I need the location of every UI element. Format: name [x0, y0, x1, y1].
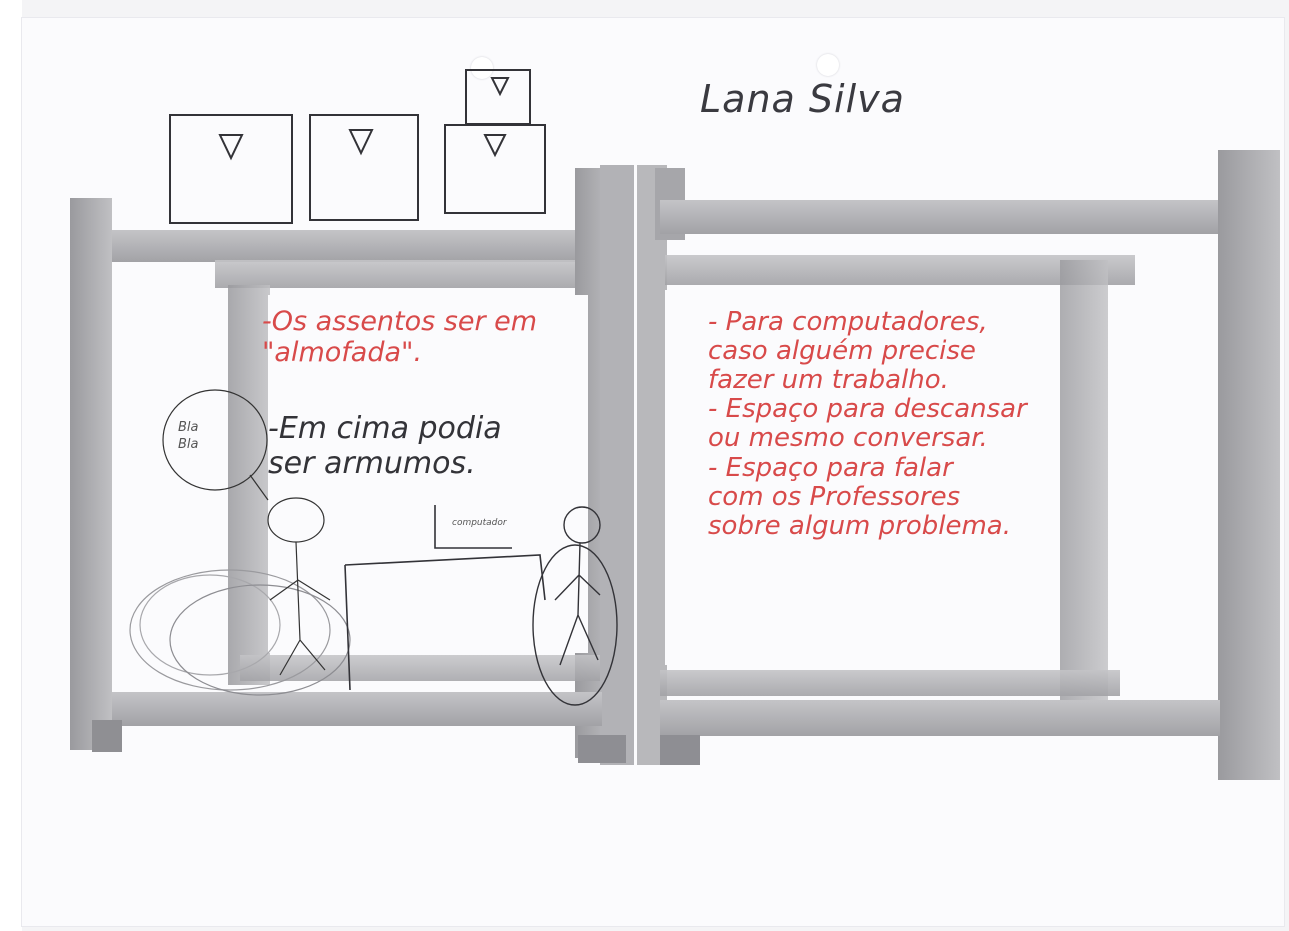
left-note-storage: -Em cima podia ser armumos. — [268, 412, 502, 481]
speech-bubble-text: Bla Bla — [178, 420, 199, 454]
shelf-boxes — [170, 70, 545, 223]
right-notes: - Para computadores, caso alguém precise… — [708, 308, 1027, 541]
author-name: Lana Silva — [700, 78, 905, 122]
left-note-cushions: -Os assentos ser em "almofada". — [262, 306, 537, 368]
computer-label: computador — [452, 518, 507, 528]
